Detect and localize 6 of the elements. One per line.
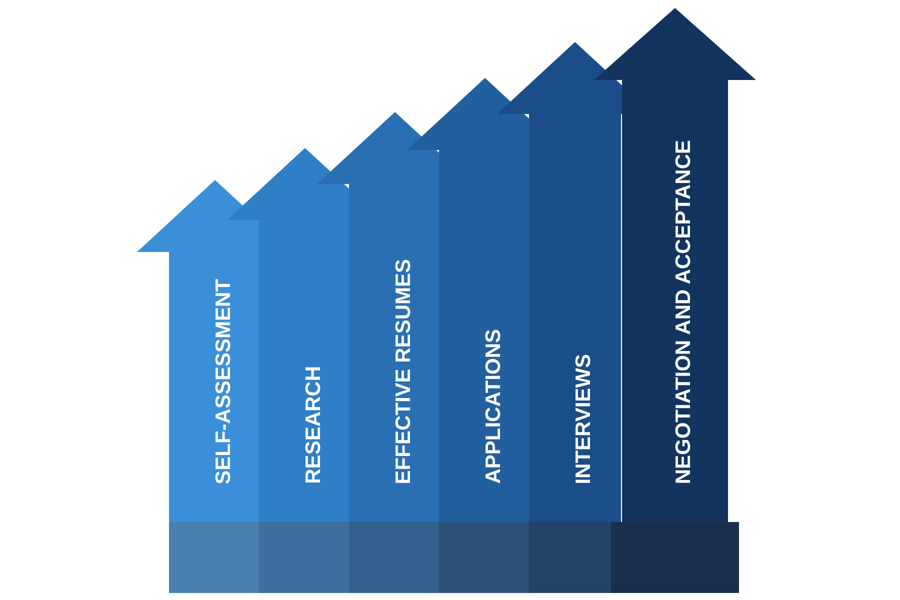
- step-label: RESEARCH: [303, 366, 324, 484]
- step-label: APPLICATIONS: [483, 329, 504, 484]
- step-label: SELF-ASSESSMENT: [213, 278, 234, 484]
- step-label: NEGOTIATION AND ACCEPTANCE: [673, 140, 694, 484]
- step-label: INTERVIEWS: [573, 354, 594, 484]
- step-label: EFFECTIVE RESUMES: [393, 258, 414, 484]
